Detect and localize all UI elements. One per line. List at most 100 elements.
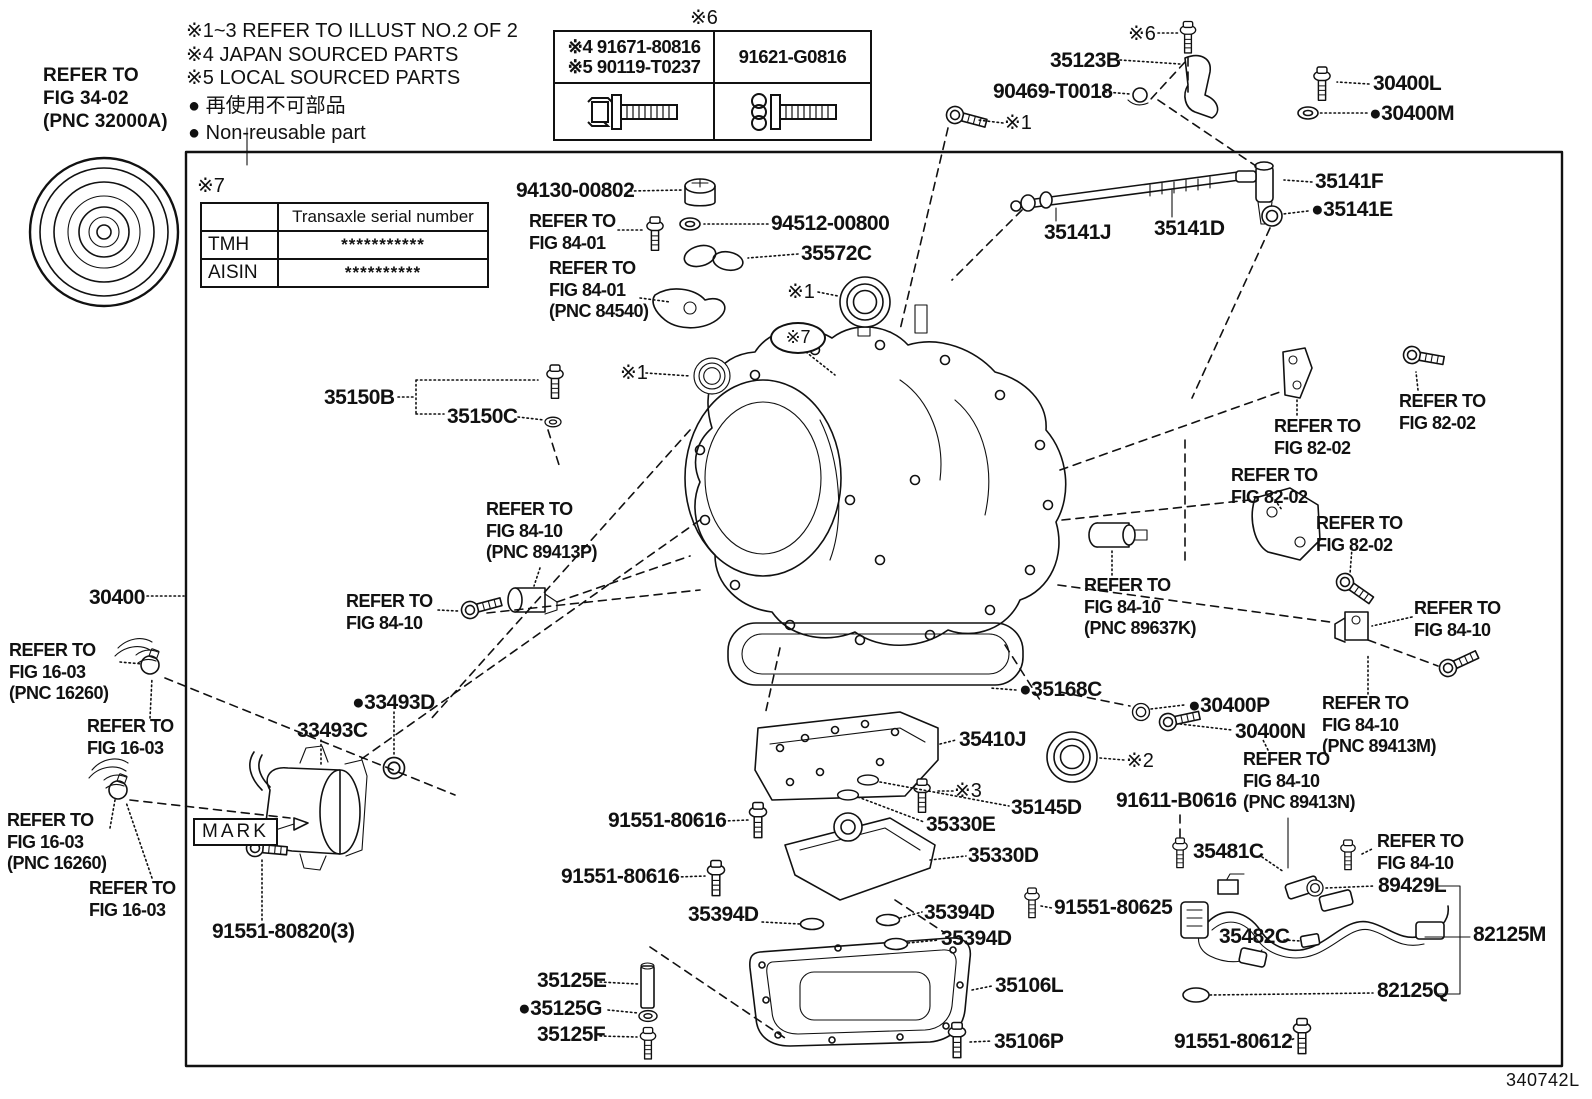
hose-clamp-drawing	[88, 638, 160, 800]
serial-table-header: Transaxle serial number	[277, 204, 487, 230]
ref-fig-16-03-a: REFER TO FIG 16-03 (PNC 16260)	[9, 640, 109, 703]
label-33493C: 33493C	[297, 719, 368, 742]
ref-fig-82-02-a: REFER TO FIG 82-02	[1274, 416, 1361, 458]
drawing-number: 340742L	[1506, 1070, 1580, 1090]
label-35168C: ●35168C	[1019, 678, 1102, 701]
serial-row-maker: AISIN	[202, 258, 277, 286]
control-rod-drawing	[1010, 161, 1283, 227]
label-91611-B0616: 91611-B0616	[1116, 789, 1237, 812]
bolt-table: ※4 91671-80816 ※5 90119-T0237 91621-G081…	[553, 30, 872, 141]
bolt-part-number: ※4 91671-80816	[567, 36, 701, 57]
bolt-part-number: ※5 90119-T0237	[567, 56, 701, 77]
construction-lines	[129, 57, 1439, 1041]
ref-fig-16-03-d: REFER TO FIG 16-03	[89, 878, 176, 920]
bolt-table-icon-right	[713, 82, 870, 139]
label-91551-80612: 91551-80612	[1174, 1030, 1293, 1053]
label-35394D-a: 35394D	[688, 903, 759, 926]
label-sym6: ※6	[1128, 23, 1156, 45]
label-35125E: 35125E	[537, 969, 607, 992]
serial-number-table: Transaxle serial number TMH *********** …	[200, 202, 489, 288]
right-side-parts	[458, 344, 1482, 681]
label-30400L: 30400L	[1373, 72, 1442, 95]
ref-fig-84-10-89413M: REFER TO FIG 84-10 (PNC 89413M)	[1322, 693, 1437, 756]
ref-fig-84-10-89413P: REFER TO FIG 84-10 (PNC 89413P)	[486, 499, 598, 562]
label-35106P: 35106P	[994, 1030, 1064, 1053]
bolt-table-cell-right: 91621-G0816	[713, 32, 870, 82]
label-90469-T0018: 90469-T0018	[993, 80, 1113, 103]
label-82125M: 82125M	[1473, 923, 1546, 946]
label-91551-80616-a: 91551-80616	[608, 809, 727, 832]
label-35141F: 35141F	[1315, 170, 1384, 193]
serial-row-value: ***********	[277, 230, 487, 258]
serial-row-maker: TMH	[202, 230, 277, 258]
oil-pan-drawing	[749, 937, 972, 1047]
label-sym1-c: ※1	[620, 362, 648, 384]
label-35482C: 35482C	[1219, 925, 1290, 948]
bolt-part-number: 91621-G0816	[738, 46, 847, 67]
ref-fig-84-10-b: REFER TO FIG 84-10	[1414, 598, 1501, 640]
ref-fig-84-01-b: REFER TO FIG 84-01 (PNC 84540)	[549, 258, 649, 321]
label-sym3: ※3	[954, 780, 982, 802]
case-gasket-drawing	[727, 622, 1024, 686]
label-89429L: 89429L	[1378, 874, 1447, 897]
note-nonreusable-jp: ● 再使用不可部品	[188, 95, 346, 117]
label-30400N: 30400N	[1235, 720, 1306, 743]
note-nonreusable-en: ● Non-reusable part	[188, 122, 366, 144]
label-35125G: ●35125G	[518, 997, 602, 1020]
note-local-sourced: ※5 LOCAL SOURCED PARTS	[186, 67, 461, 89]
label-30400M: ●30400M	[1369, 102, 1455, 125]
label-35106L: 35106L	[995, 974, 1064, 997]
oil-strainer-drawing	[784, 812, 936, 901]
label-94130-00802: 94130-00802	[516, 179, 635, 202]
label-33493D: ●33493D	[352, 691, 435, 714]
mark-label: MARK	[193, 818, 278, 846]
label-sym1-a: ※1	[1004, 112, 1032, 134]
label-35141D: 35141D	[1154, 217, 1225, 240]
wire-harness-drawing	[1172, 817, 1471, 1003]
label-35572C: 35572C	[801, 242, 872, 265]
label-sym7-callout: ※7	[770, 322, 826, 354]
ref-fig-34-02: REFER TO FIG 34-02 (PNC 32000A)	[43, 65, 168, 132]
label-35141E: ●35141E	[1311, 198, 1393, 221]
serial-row-value: **********	[277, 258, 487, 286]
ref-fig-84-10-89637K: REFER TO FIG 84-10 (PNC 89637K)	[1084, 575, 1197, 638]
flange-bolt-icon	[750, 92, 837, 131]
bottom-parts	[638, 962, 1312, 1060]
label-82125Q: 82125Q	[1377, 979, 1449, 1002]
leader-lines	[109, 32, 1419, 1043]
note-illust: ※1~3 REFER TO ILLUST NO.2 OF 2	[186, 20, 518, 42]
label-35141J: 35141J	[1044, 221, 1112, 244]
ref-fig-82-02-b: REFER TO FIG 82-02	[1399, 391, 1486, 433]
label-35123B: 35123B	[1050, 49, 1121, 72]
label-35150C: 35150C	[447, 405, 518, 428]
label-35410J: 35410J	[959, 728, 1027, 751]
ref-fig-84-10-a: REFER TO FIG 84-10	[346, 591, 433, 633]
bolt-table-title: ※6	[690, 7, 718, 29]
bolt-table-cell-left: ※4 91671-80816 ※5 90119-T0237	[555, 32, 713, 82]
assembly-border	[184, 150, 1564, 1068]
label-94512-00800: 94512-00800	[771, 212, 890, 235]
label-sym2: ※2	[1126, 750, 1154, 772]
label-35145D: 35145D	[1011, 796, 1082, 819]
label-91551-80625: 91551-80625	[1054, 896, 1173, 919]
label-91551-80616-b: 91551-80616	[561, 865, 680, 888]
ref-fig-82-02-c: REFER TO FIG 82-02	[1231, 465, 1318, 507]
ref-fig-84-01-a: REFER TO FIG 84-01	[529, 211, 616, 253]
label-35125F: 35125F	[537, 1023, 606, 1046]
torque-converter-drawing	[28, 127, 248, 308]
label-30400: 30400	[89, 586, 145, 609]
label-35330E: 35330E	[926, 813, 996, 836]
ref-fig-16-03-c: REFER TO FIG 16-03 (PNC 16260)	[7, 810, 107, 873]
top-right-parts	[943, 20, 1331, 133]
valve-body-drawing	[754, 711, 939, 801]
label-35150B: 35150B	[324, 386, 395, 409]
label-35330D: 35330D	[968, 844, 1039, 867]
ref-fig-82-02-d: REFER TO FIG 82-02	[1316, 513, 1403, 555]
note-japan-sourced: ※4 JAPAN SOURCED PARTS	[186, 44, 459, 66]
ref-fig-84-10-c: REFER TO FIG 84-10	[1377, 831, 1464, 873]
label-30400P: ●30400P	[1188, 694, 1270, 717]
label-sym1-b: ※1	[787, 281, 815, 303]
serial-table-corner	[202, 204, 277, 230]
ref-fig-16-03-b: REFER TO FIG 16-03	[87, 716, 174, 758]
